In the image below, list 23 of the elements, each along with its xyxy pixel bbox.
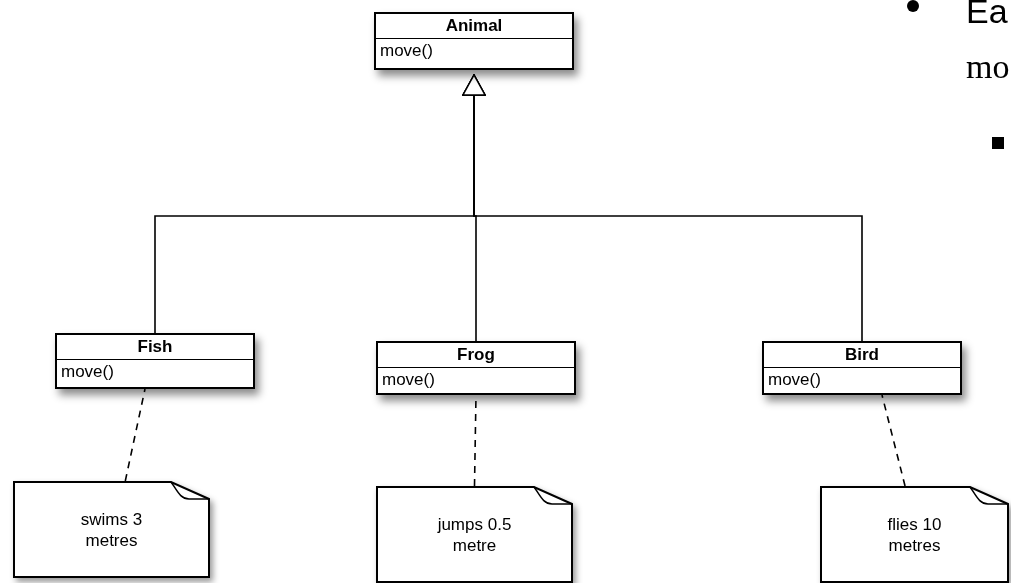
note-text: jumps 0.5 metre bbox=[436, 513, 513, 556]
slide-text: Ea bbox=[966, 0, 1008, 31]
note-text: swims 3 metres bbox=[79, 508, 144, 551]
method-name: move() bbox=[381, 369, 436, 391]
note-shape bbox=[13, 481, 210, 578]
inheritance-arrow bbox=[462, 73, 863, 342]
note-connector bbox=[881, 394, 906, 487]
class-box bbox=[374, 12, 574, 70]
class-name: Animal bbox=[376, 14, 572, 39]
class-name: Frog bbox=[378, 343, 574, 368]
class-box bbox=[762, 341, 962, 395]
note-shape bbox=[376, 486, 573, 583]
note-connector bbox=[124, 388, 146, 482]
class-name: Bird bbox=[764, 343, 960, 368]
method-name: move() bbox=[767, 369, 822, 391]
class-box bbox=[376, 341, 576, 395]
note-text: flies 10 metres bbox=[886, 513, 943, 556]
method-name: move() bbox=[60, 361, 115, 383]
note-shape bbox=[820, 486, 1009, 583]
class-box bbox=[55, 333, 255, 389]
slide-text: mo bbox=[966, 48, 1010, 86]
class-name: Fish bbox=[57, 335, 253, 360]
method-name: move() bbox=[379, 40, 434, 62]
